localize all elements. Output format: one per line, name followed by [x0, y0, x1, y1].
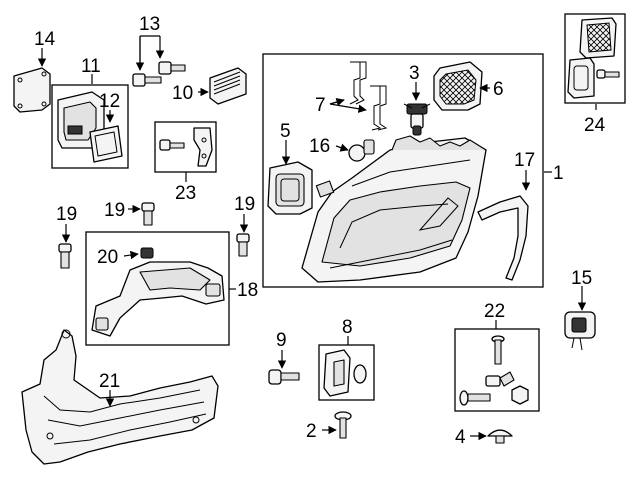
callout-19a: 19	[104, 200, 125, 221]
headlamp-housing	[301, 135, 487, 283]
hardware-kit	[459, 335, 529, 406]
hardware-kit-box	[454, 328, 540, 412]
screw-2	[334, 411, 352, 439]
adjuster-box	[318, 344, 375, 401]
callout-10: 10	[172, 83, 193, 104]
bolt-13a	[132, 73, 162, 87]
callout-16: 16	[309, 136, 330, 157]
callout-11: 11	[81, 56, 101, 77]
bolt-9	[268, 369, 300, 385]
callout-2: 2	[306, 421, 317, 442]
callout-5: 5	[280, 121, 291, 142]
callout-17: 17	[514, 150, 535, 171]
bolt-13b	[158, 61, 186, 75]
callout-20: 20	[97, 247, 118, 268]
headlamp-cap	[267, 161, 313, 215]
callout-24: 24	[584, 115, 606, 136]
bulb	[403, 103, 431, 136]
headlamp-assembly-box	[262, 53, 544, 288]
callout-4: 4	[455, 427, 466, 448]
callout-21: 21	[99, 371, 120, 392]
side-bulb	[348, 139, 375, 162]
callout-23: 23	[175, 183, 196, 204]
callout-19c: 19	[234, 194, 255, 215]
bolt-19a	[141, 202, 155, 226]
callout-9: 9	[276, 330, 287, 351]
rivet-4	[487, 429, 513, 444]
reinforcement-bracket	[21, 329, 219, 465]
callout-13: 13	[139, 14, 160, 35]
callout-15: 15	[571, 268, 592, 289]
adjuster	[323, 349, 367, 397]
socket-15	[564, 311, 596, 351]
callout-8: 8	[342, 317, 353, 338]
ballast	[209, 67, 247, 105]
callout-18: 18	[237, 280, 258, 301]
callout-6: 6	[493, 79, 504, 100]
callout-12: 12	[99, 91, 120, 112]
mounting-bracket	[91, 247, 225, 337]
access-cover	[433, 61, 483, 111]
callout-labels: 1 2 3 4 5 6 7 8 9 10 11 12 13 14 15 16 1…	[34, 14, 606, 448]
callout-22: 22	[484, 301, 505, 322]
callout-14: 14	[34, 29, 56, 50]
bracket-23	[159, 127, 213, 167]
control-module-box	[51, 84, 129, 169]
leader-lines	[37, 35, 597, 441]
cover-kit-box	[564, 13, 626, 104]
bolt-19b	[58, 243, 72, 269]
bolt-19c	[236, 233, 250, 257]
cover-kit	[567, 17, 620, 99]
gasket	[89, 125, 123, 163]
callout-7: 7	[315, 95, 326, 116]
seal-strip	[477, 195, 529, 281]
bracket-clips	[349, 61, 388, 131]
callout-3: 3	[409, 63, 420, 84]
ballast-module	[13, 67, 51, 113]
callout-1: 1	[553, 163, 564, 184]
callout-19b: 19	[56, 204, 77, 225]
